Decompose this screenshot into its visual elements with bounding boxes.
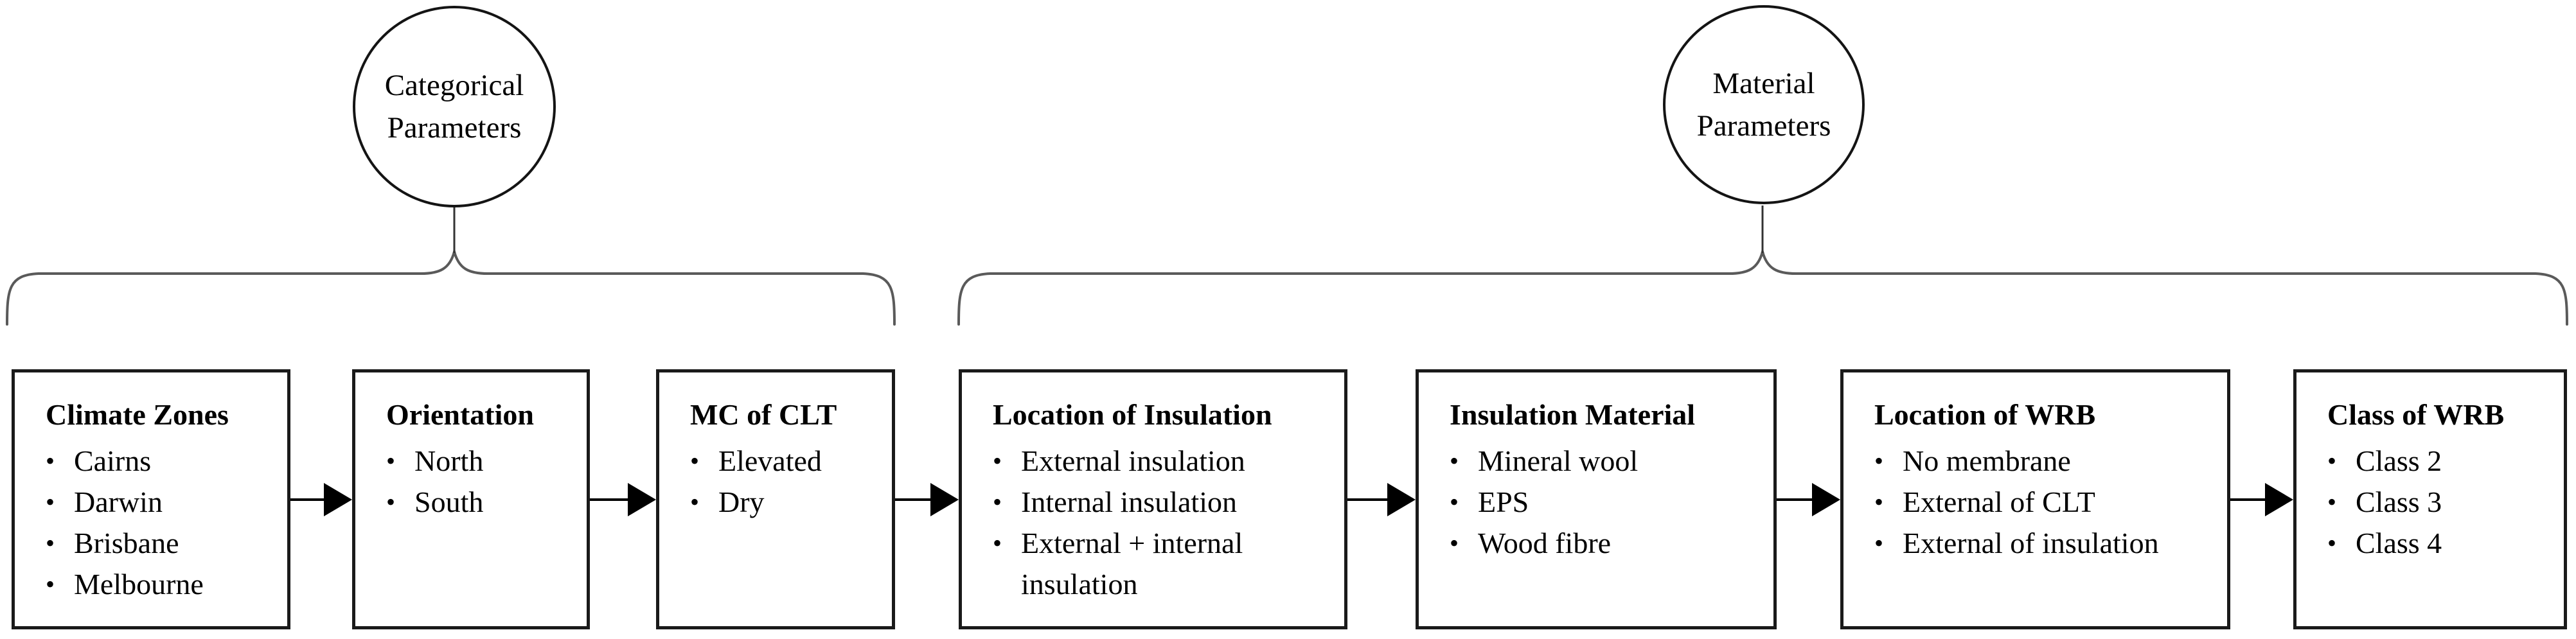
box-class-of-wrb: Class of WRB •Class 2 •Class 3 •Class 4 xyxy=(2293,369,2567,629)
box-orientation: Orientation •North •South xyxy=(352,369,590,629)
group-label-line: Material xyxy=(1712,67,1815,100)
list-item: •North xyxy=(386,441,580,482)
flow-arrow xyxy=(895,483,959,516)
flow-arrow xyxy=(589,483,656,516)
list-item: •Dry xyxy=(690,482,885,523)
box-list: •North •South xyxy=(386,441,580,523)
arrowhead-icon xyxy=(1812,483,1840,516)
brace-categorical-group xyxy=(6,207,896,326)
group-ellipse-material: Material Parameters xyxy=(1663,5,1865,204)
flow-arrow xyxy=(1347,483,1416,516)
bullet-icon: • xyxy=(386,446,396,475)
box-list: •External insulation •Internal insulatio… xyxy=(993,441,1338,605)
list-item: •Class 4 xyxy=(2327,523,2557,564)
box-list: •Mineral wool •EPS •Wood fibre xyxy=(1450,441,1767,564)
box-title: Orientation xyxy=(386,398,534,431)
list-item: •Cairns xyxy=(46,441,281,482)
brace-curve xyxy=(6,247,896,326)
brace-curve xyxy=(957,247,2568,326)
box-climate-zones: Climate Zones •Cairns •Darwin •Brisbane … xyxy=(12,369,290,629)
box-list: •Cairns •Darwin •Brisbane •Melbourne xyxy=(46,441,281,605)
flow-arrow xyxy=(1777,483,1840,516)
box-title: Location of Insulation xyxy=(993,398,1272,431)
box-list: •Class 2 •Class 3 •Class 4 xyxy=(2327,441,2557,564)
flow-arrow xyxy=(2230,483,2293,516)
box-list: •Elevated •Dry xyxy=(690,441,885,523)
bullet-icon: • xyxy=(1450,487,1459,516)
list-item: •Melbourne xyxy=(46,564,281,605)
list-item: •Brisbane xyxy=(46,523,281,564)
bullet-icon: • xyxy=(1874,446,1884,475)
box-location-of-wrb: Location of WRB •No membrane •External o… xyxy=(1840,369,2230,629)
group-ellipse-categorical: Categorical Parameters xyxy=(353,6,556,207)
box-title: Insulation Material xyxy=(1450,398,1696,431)
bullet-icon: • xyxy=(46,487,55,516)
bullet-icon: • xyxy=(690,446,700,475)
bullet-icon: • xyxy=(993,446,1002,475)
bullet-icon: • xyxy=(1450,446,1459,475)
bullet-icon: • xyxy=(993,487,1002,516)
arrowhead-icon xyxy=(2265,483,2293,516)
brace-material-group xyxy=(957,206,2568,326)
arrowhead-icon xyxy=(930,483,959,516)
arrowhead-icon xyxy=(1387,483,1416,516)
box-mc-of-clt: MC of CLT •Elevated •Dry xyxy=(656,369,895,629)
bullet-icon: • xyxy=(2327,446,2337,475)
group-label-line: Parameters xyxy=(387,111,522,144)
bullet-icon: • xyxy=(2327,487,2337,516)
box-title: MC of CLT xyxy=(690,398,837,431)
bullet-icon: • xyxy=(690,487,700,516)
list-item: •Elevated xyxy=(690,441,885,482)
box-title: Climate Zones xyxy=(46,398,229,431)
bullet-icon: • xyxy=(1450,529,1459,557)
list-item: •Internal insulation xyxy=(993,482,1338,523)
list-item: •No membrane xyxy=(1874,441,2221,482)
bullet-icon: • xyxy=(1874,529,1884,557)
list-item: •External insulation xyxy=(993,441,1338,482)
arrowhead-icon xyxy=(324,483,352,516)
bullet-icon: • xyxy=(46,446,55,475)
list-item: •External of CLT xyxy=(1874,482,2221,523)
group-label-line: Categorical xyxy=(384,69,524,102)
box-location-of-insulation: Location of Insulation •External insulat… xyxy=(959,369,1347,629)
arrowhead-icon xyxy=(628,483,656,516)
list-item: •Class 3 xyxy=(2327,482,2557,523)
box-insulation-material: Insulation Material •Mineral wool •EPS •… xyxy=(1416,369,1777,629)
bullet-icon: • xyxy=(2327,529,2337,557)
box-title: Location of WRB xyxy=(1874,398,2096,431)
list-item: •Mineral wool xyxy=(1450,441,1767,482)
box-title: Class of WRB xyxy=(2327,398,2505,431)
list-item: •Wood fibre xyxy=(1450,523,1767,564)
list-item: •Darwin xyxy=(46,482,281,523)
box-list: •No membrane •External of CLT •External … xyxy=(1874,441,2221,564)
bullet-icon: • xyxy=(46,529,55,557)
list-item: •External + internal insulation xyxy=(993,523,1338,605)
bullet-icon: • xyxy=(1874,487,1884,516)
list-item: •South xyxy=(386,482,580,523)
bullet-icon: • xyxy=(46,570,55,599)
bullet-icon: • xyxy=(386,487,396,516)
list-item: •Class 2 xyxy=(2327,441,2557,482)
bullet-icon: • xyxy=(993,529,1002,557)
group-label-line: Parameters xyxy=(1696,109,1831,143)
list-item: •External of insulation xyxy=(1874,523,2221,564)
list-item: •EPS xyxy=(1450,482,1767,523)
flow-arrow xyxy=(290,483,352,516)
